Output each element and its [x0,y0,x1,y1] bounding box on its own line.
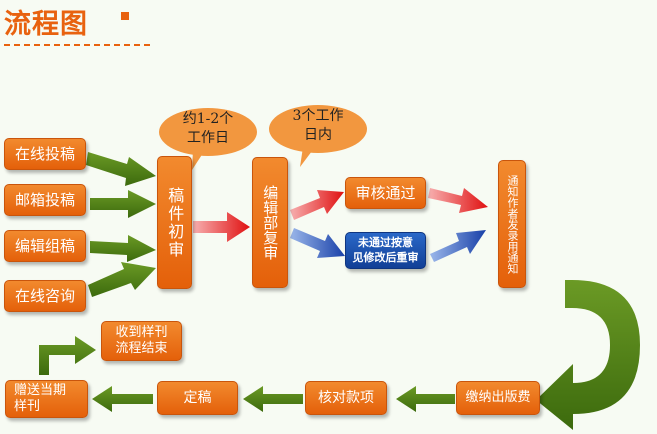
fail-box: 未通过按意 见修改后重审 [345,232,426,269]
arrow-pass-to-notify [428,188,488,213]
finalize-box: 定稿 [157,381,238,415]
pass-box: 审核通过 [345,177,426,209]
time-bubble-2 [269,105,367,167]
time-bubble-1 [159,108,257,170]
source-online-consultation: 在线咨询 [4,280,86,312]
end-box: 收到样刊 流程结束 [101,321,182,361]
time-bubble-2-text: 3个工作 日内 [292,108,344,143]
source-editor-solicitation: 编辑组稿 [4,230,86,262]
gift-sample-box: 赠送当期 样刊 [5,380,88,418]
arrow-initial-to-review [193,212,250,242]
time-bubble-1-text: 约1-2个 工作日 [182,111,234,146]
source-email-submission: 邮箱投稿 [4,184,86,216]
arrow-source-4 [88,262,156,297]
arrow-gift-to-end [39,336,96,375]
page-title: 流程图 [4,9,88,40]
arrow-review-to-fail [290,228,345,258]
arrow-source-2 [90,190,156,218]
arrow-check-to-finalize [243,386,303,412]
title-underline [4,44,150,46]
verify-payment-box: 核对款项 [305,381,387,415]
arrow-source-1 [86,152,156,186]
arrow-finalize-to-gift [92,386,153,412]
arrow-u-turn [536,280,640,430]
arrow-fee-to-check [396,386,455,412]
title-square-icon [121,12,129,20]
arrow-review-to-pass [290,190,344,220]
notify-author-box: 通知作者发录用通知 [498,160,526,288]
source-online-submission: 在线投稿 [4,138,86,170]
initial-review-box: 稿件初审 [157,156,192,289]
re-review-box: 编辑部复审 [252,157,288,288]
arrow-fail-to-notify [430,230,486,262]
arrow-source-3 [90,235,156,262]
pay-fee-box: 缴纳出版费 [456,381,540,415]
